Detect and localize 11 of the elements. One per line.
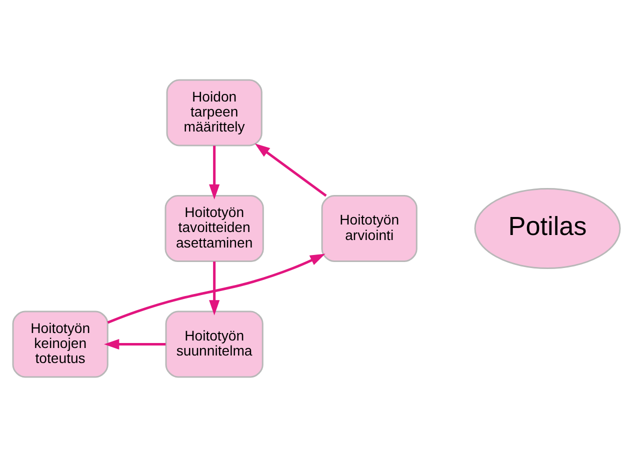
- arrow: [209, 145, 220, 200]
- node-ellipse: Potilas: [474, 187, 621, 269]
- arrow: [254, 142, 327, 196]
- arrow: [104, 338, 166, 350]
- node-box: Hoitotyön keinojen toteutus: [12, 310, 108, 378]
- arrow: [107, 253, 326, 324]
- node-box: Hoitotyön arviointi: [321, 194, 418, 262]
- node-box: Hoidon tarpeen määrittely: [166, 78, 262, 146]
- arrow: [209, 261, 220, 315]
- node-box: Hoitotyön suunnitelma: [165, 310, 264, 378]
- node-box: Hoitotyön tavoitteiden asettaminen: [164, 194, 264, 262]
